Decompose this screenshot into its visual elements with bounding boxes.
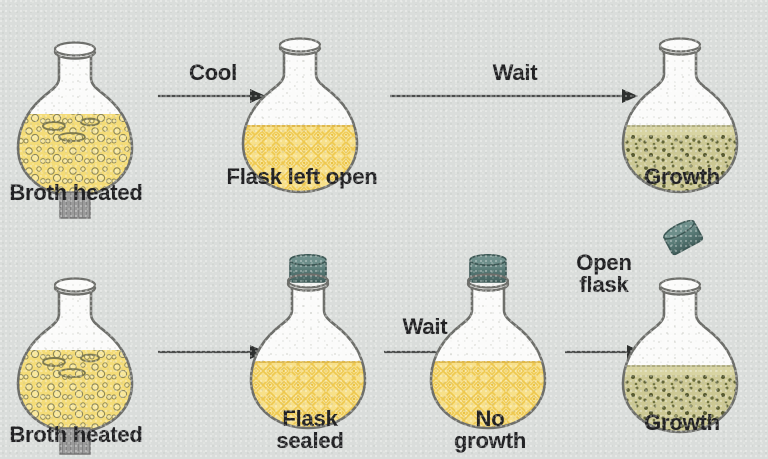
arrow-cool-label: Cool [188,60,238,85]
arrow-wait-label: Wait [492,60,538,85]
flask-caption: Broth heated [9,422,143,447]
burner-icon [59,427,91,455]
sealed-flask-series: Broth heated [0,219,768,459]
flask-caption: Flask sealed [276,406,344,454]
arrow-wait [390,86,640,111]
arrow-wait-label: Wait [402,314,448,339]
flask-broth-heated[interactable]: Broth heated [2,6,152,221]
flask-left-open[interactable]: Flask left open [226,2,378,202]
arrow-open-flask-label: Open flask [576,250,632,298]
flask-growth-after-opening[interactable]: Growth [607,242,757,442]
flask-growth-open[interactable]: Growth [607,2,757,202]
arrow-cool [158,86,268,111]
flask-caption: Growth [644,410,720,435]
flask-graphic-growth [621,37,739,194]
flask-caption: Flask left open [226,164,378,189]
flask-broth-heated[interactable]: Broth heated [2,242,152,457]
unsealed-flask-series: Broth heated Cool Flask left open [2,2,757,221]
flask-caption: No growth [453,406,527,454]
flask-sealed[interactable]: Flask sealed [235,238,385,452]
flask-graphic-boiling [16,277,134,455]
removed-stopper-icon [655,214,715,269]
stopper-icon [289,253,327,283]
flask-caption: Growth [644,164,720,189]
flask-graphic-sealed [429,253,547,430]
flask-graphic-growth [621,277,739,434]
stopper-icon [469,253,507,283]
flask-graphic-sealed [249,253,367,430]
flask-graphic-boiling [16,41,134,219]
flask-caption: Broth heated [9,180,143,205]
flask-graphic-fresh [241,37,359,194]
burner-icon [59,191,91,219]
flask-no-growth[interactable]: No growth [415,238,565,452]
